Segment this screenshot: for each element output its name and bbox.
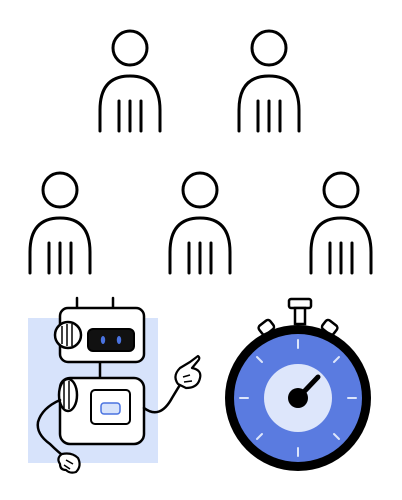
- robot-icon: [28, 296, 202, 474]
- person-icon: [309, 171, 373, 275]
- person-icon: [98, 29, 162, 133]
- person-icon: [28, 171, 92, 275]
- person-icon: [237, 29, 301, 133]
- stopwatch-icon: [225, 297, 371, 471]
- person-icon: [168, 171, 232, 275]
